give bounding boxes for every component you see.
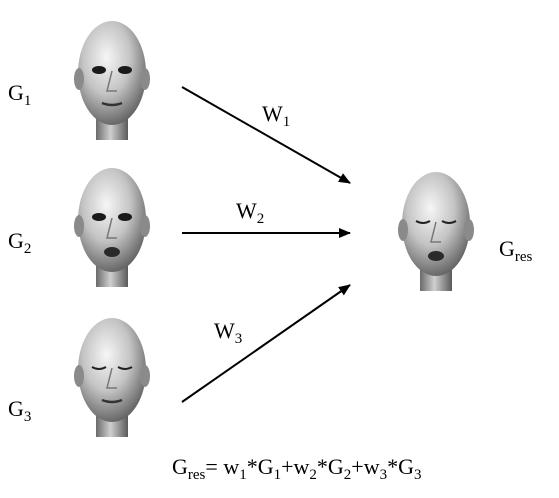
label-w1: W1 (262, 101, 291, 130)
nose (106, 70, 117, 92)
head-gres (398, 172, 474, 291)
right-ear (140, 215, 150, 237)
head-g2 (74, 168, 150, 287)
label-g3: G3 (8, 396, 32, 425)
label-g1: G1 (8, 80, 32, 109)
right-ear (140, 365, 150, 387)
left-eye-open (92, 66, 106, 74)
right-eye-closed (117, 366, 133, 370)
nose (430, 221, 441, 243)
mouth-open (104, 247, 120, 257)
right-eye-open (118, 213, 132, 221)
arrow-w1 (181, 86, 351, 184)
nose (106, 367, 117, 389)
left-ear (74, 365, 84, 387)
left-eye-open (92, 213, 106, 221)
left-ear (74, 215, 84, 237)
head-g3 (74, 318, 150, 437)
left-eye-closed (415, 220, 431, 224)
nose (106, 217, 117, 239)
label-w3: W3 (214, 318, 243, 347)
left-ear (398, 219, 408, 241)
label-gres: Gres (499, 236, 533, 265)
right-eye-closed (441, 220, 457, 224)
right-ear (464, 219, 474, 241)
arrow-w3 (181, 284, 351, 403)
right-eye-open (118, 66, 132, 74)
left-ear (74, 68, 84, 90)
left-eye-closed (91, 366, 107, 370)
mouth-closed (101, 398, 123, 404)
right-ear (140, 68, 150, 90)
mouth-open (428, 251, 444, 261)
label-g2: G2 (8, 228, 32, 257)
mouth-closed (101, 101, 123, 107)
head-g1 (74, 21, 150, 140)
blend-formula: Gres= w1*G1+w2*G2+w3*G3 (172, 454, 422, 483)
label-w2: W2 (236, 198, 265, 227)
